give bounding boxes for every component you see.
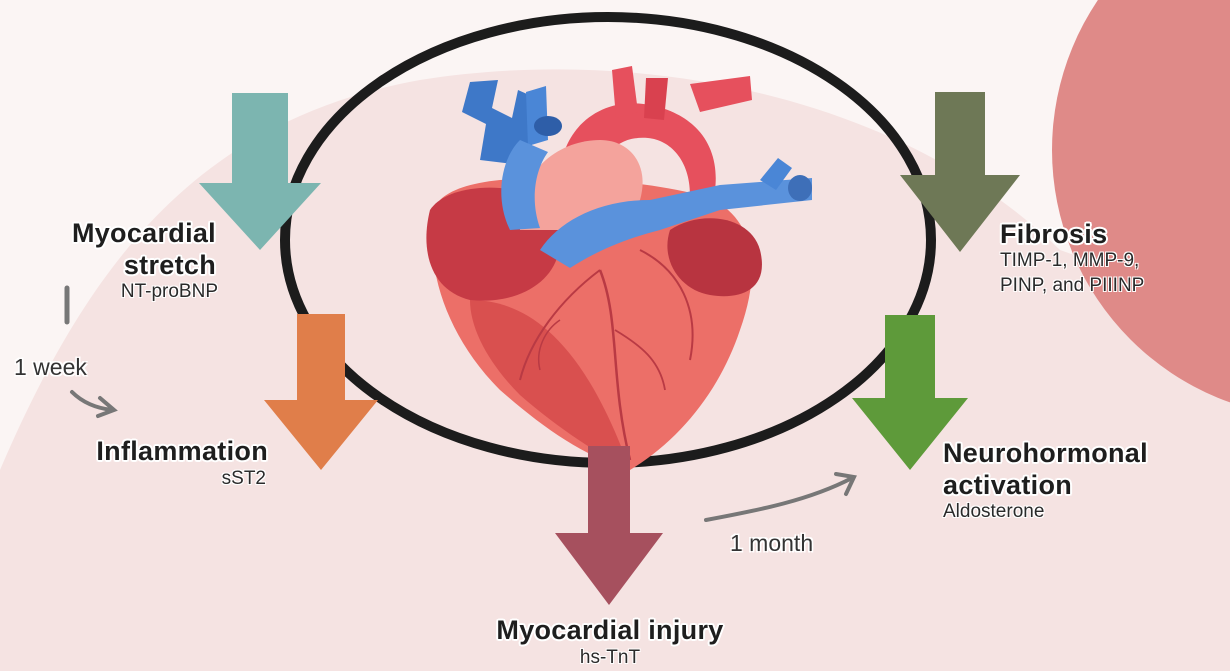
fibrosis-title: Fibrosis	[1000, 221, 1107, 248]
inflammation-title: Inflammation	[0, 438, 268, 465]
fibrosis-marker-line2: PINP, and PIIINP	[1000, 276, 1144, 295]
neurohormonal-title-line1: Neurohormonal	[943, 440, 1148, 467]
fibrosis-marker-line1: TIMP-1, MMP-9,	[1000, 251, 1139, 270]
injury-title: Myocardial injury	[410, 617, 810, 644]
stretch-title-line1: Myocardial	[0, 220, 216, 247]
neurohormonal-marker: Aldosterone	[943, 502, 1044, 521]
injury-marker: hs-TnT	[410, 648, 810, 667]
stretch-title-line2: stretch	[0, 252, 216, 279]
stretch-marker: NT-proBNP	[0, 282, 218, 301]
inflammation-marker: sST2	[0, 469, 266, 488]
timeline-late-label: 1 month	[730, 532, 813, 555]
timeline-early-label: 1 week	[14, 356, 87, 379]
neurohormonal-title-line2: activation	[943, 472, 1072, 499]
